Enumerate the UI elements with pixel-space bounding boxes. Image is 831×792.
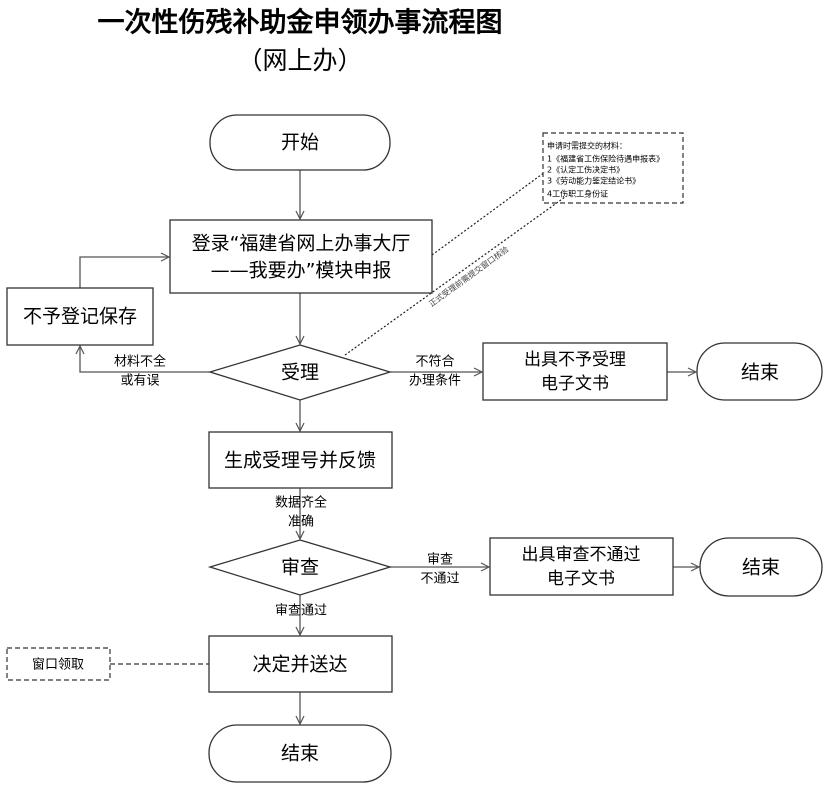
review-fail-doc-label-2: 电子文书 — [547, 569, 615, 589]
end3-label: 结束 — [281, 743, 319, 765]
materials-item: 1《福建省工伤保险待遇申报表》 — [547, 154, 664, 164]
node-end-1: 结束 — [696, 342, 823, 401]
decide-label: 决定并送达 — [252, 654, 347, 676]
edge-label-window-verify: 正式受理前需提交窗口核验 — [427, 244, 511, 309]
reject-doc-label-2: 电子文书 — [541, 374, 609, 394]
accept-label: 受理 — [281, 362, 319, 384]
login-label-2: ——我要办”模块申报 — [211, 260, 392, 282]
node-end-2: 结束 — [699, 537, 823, 597]
materials-item: 2《认定工伤决定书》 — [547, 165, 624, 175]
edge-label-review-fail-2: 不通过 — [420, 572, 459, 587]
node-generate: 生成受理号并反馈 — [208, 431, 393, 489]
end1-label: 结束 — [741, 362, 779, 384]
page-subtitle: （网上办） — [237, 46, 362, 75]
connectors — [80, 170, 699, 724]
edge-label-incomplete-1: 材料不全 — [114, 354, 166, 370]
edge-label-data-ok-2: 准确 — [288, 515, 314, 530]
materials-note: 申请时需提交的材料： 1《福建省工伤保险待遇申报表》 2《认定工伤决定书》 3《… — [542, 132, 684, 204]
end2-label: 结束 — [742, 557, 780, 579]
node-start: 开始 — [209, 114, 391, 171]
node-end-3: 结束 — [208, 724, 392, 783]
review-fail-doc-label-1: 出具审查不通过 — [522, 545, 641, 565]
edge-label-not-eligible-2: 办理条件 — [409, 373, 461, 389]
review-label: 审查 — [281, 557, 319, 579]
edge-label-not-eligible-1: 不符合 — [415, 354, 454, 370]
start-label: 开始 — [281, 132, 319, 154]
node-window-pickup: 窗口领取 — [6, 647, 111, 681]
not-registered-label: 不予登记保存 — [23, 306, 137, 328]
node-review-fail-doc: 出具审查不通过 电子文书 — [489, 537, 674, 596]
node-decide: 决定并送达 — [208, 635, 393, 693]
edge-label-data-ok-1: 数据齐全 — [275, 495, 327, 511]
node-not-registered: 不予登记保存 — [6, 287, 154, 346]
edge-label-review-fail-1: 审查 — [427, 553, 453, 568]
edge-label-review-pass: 审查通过 — [275, 604, 327, 619]
node-accept: 受理 — [207, 344, 393, 401]
materials-heading: 申请时需提交的材料： — [547, 141, 627, 151]
generate-label: 生成受理号并反馈 — [224, 450, 376, 472]
edge-label-incomplete-2: 或有误 — [120, 374, 159, 389]
node-reject-doc: 出具不予受理 电子文书 — [482, 342, 668, 401]
materials-item: 4工伤职工身份证 — [547, 189, 608, 199]
node-login: 登录“福建省网上办事大厅 ——我要办”模块申报 — [169, 219, 433, 294]
materials-item: 3《劳动能力鉴定结论书》 — [547, 176, 640, 186]
reject-doc-label-1: 出具不予受理 — [524, 350, 626, 370]
node-review: 审查 — [207, 539, 393, 596]
login-label-1: 登录“福建省网上办事大厅 — [192, 233, 411, 255]
page-title: 一次性伤残补助金申领办事流程图 — [98, 7, 503, 39]
window-pickup-label: 窗口领取 — [32, 657, 84, 673]
